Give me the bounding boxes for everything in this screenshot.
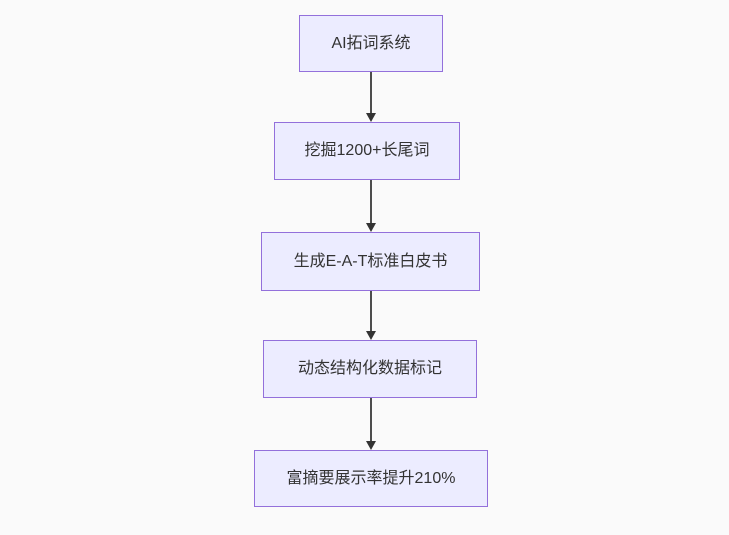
arrow-shaft <box>369 72 372 114</box>
arrow-down-icon <box>365 180 376 232</box>
arrow-shaft <box>369 291 372 332</box>
flow-node-generate-eat-whitepaper: 生成E-A-T标准白皮书 <box>261 232 480 291</box>
arrow-shaft <box>369 180 372 224</box>
flow-node-mine-longtail-keywords: 挖掘1200+长尾词 <box>274 122 460 180</box>
node-label: 生成E-A-T标准白皮书 <box>293 252 448 270</box>
arrow-down-icon <box>365 291 376 340</box>
flow-node-rich-snippet-rate-increase: 富摘要展示率提升210% <box>254 450 488 507</box>
arrow-down-icon <box>365 72 376 122</box>
arrow-head <box>365 331 376 340</box>
node-label: 富摘要展示率提升210% <box>286 469 456 487</box>
arrow-head <box>365 223 376 232</box>
flow-node-dynamic-structured-data-markup: 动态结构化数据标记 <box>263 340 477 398</box>
node-label: 挖掘1200+长尾词 <box>304 142 430 159</box>
arrow-shaft <box>369 398 372 442</box>
arrow-down-icon <box>365 398 376 450</box>
node-label: 动态结构化数据标记 <box>297 360 442 377</box>
flow-node-ai-word-expansion-system: AI拓词系统 <box>299 15 443 72</box>
node-label: AI拓词系统 <box>331 34 411 52</box>
arrow-head <box>365 441 376 450</box>
arrow-head <box>365 113 376 122</box>
